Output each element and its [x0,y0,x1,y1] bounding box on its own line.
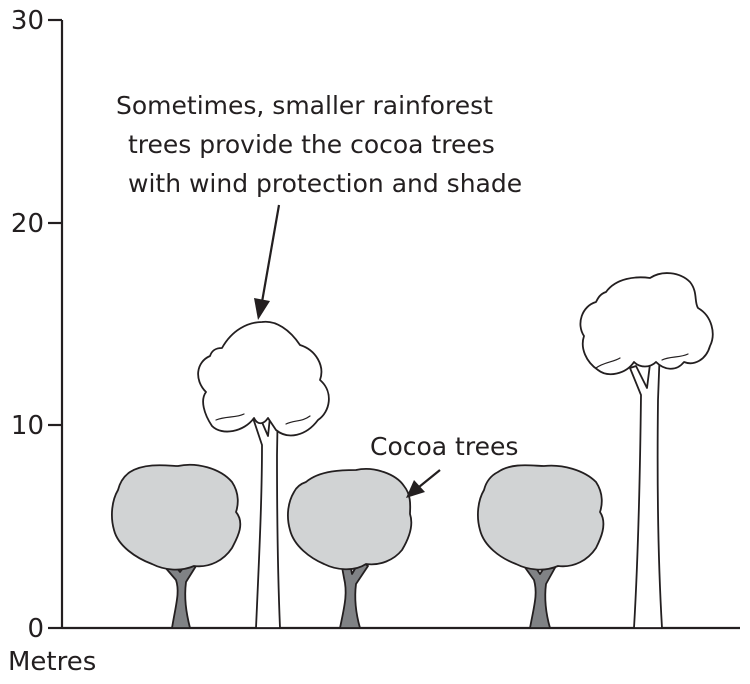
cocoa-tree-2-crown [287,468,413,571]
cocoa-tree-2 [287,468,413,629]
rainforest-tree-2-trunk [629,345,663,629]
cocoa-tree-3 [477,464,605,629]
rainforest-tree-2 [579,272,714,629]
cocoa-tree-3-crown [477,464,605,571]
rainforest-annotation: Sometimes, smaller rainforest trees prov… [116,91,522,320]
axis-unit-label: Metres [8,647,96,677]
height-axis: 30 20 10 0 Metres [8,6,96,677]
axis-tick-label-10: 10 [11,411,44,441]
rainforest-tree-1 [197,320,330,629]
cocoa-annotation: Cocoa trees [370,432,518,498]
cocoa-trees-label: Cocoa trees [370,432,518,461]
cocoa-arrow-head [406,480,425,498]
cocoa-tree-1 [111,463,242,629]
rainforest-note-line-3: with wind protection and shade [128,169,522,198]
rainforest-tree-2-branch-detail [595,353,689,369]
cocoa-arrow-shaft [418,469,441,488]
rainforest-arrow-shaft [260,204,281,303]
cocoa-tree-1-crown [111,463,242,571]
rainforest-note-line-1: Sometimes, smaller rainforest [116,91,493,120]
rainforest-note-line-2: trees provide the cocoa trees [128,130,495,159]
rainforest-tree-2-crown [579,272,714,376]
rainforest-arrow-head [254,298,270,320]
rainforest-tree-1-crown [197,320,330,437]
rainforest-tree-1-branch-detail [215,413,311,425]
cocoa-tree-1-trunk [163,561,197,629]
cocoa-tree-3-trunk [523,561,557,629]
axis-tick-label-30: 30 [11,6,44,36]
axis-tick-label-0: 0 [27,614,44,644]
axis-tick-label-20: 20 [11,209,44,239]
